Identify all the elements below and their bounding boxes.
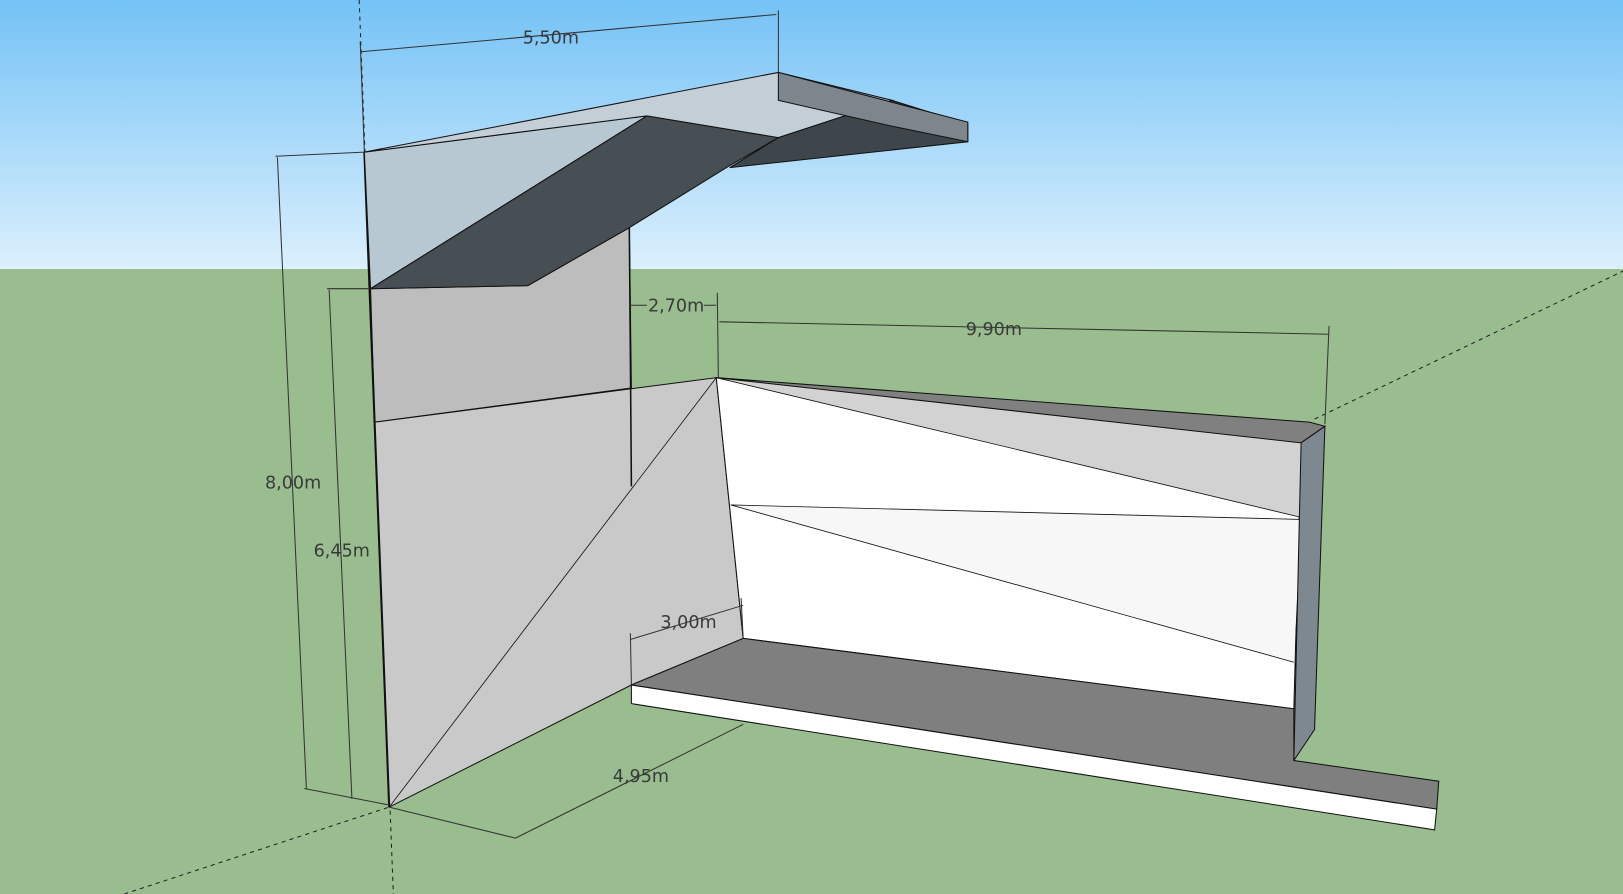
dim-back-length: 9,90m [966, 320, 1022, 340]
dim-total-height: 8,00m [265, 473, 321, 493]
dim-floor-offset: 3,00m [660, 613, 716, 633]
right-wall-shade-2 [730, 504, 1302, 663]
right-wall-end [1293, 425, 1326, 763]
model[interactable] [363, 71, 1440, 831]
dim-wall-height: 6,45m [314, 542, 370, 562]
floor-slab-edge [630, 684, 1438, 831]
dimensions: 5,50m 8,00m 6,45m 2,70m 9,90m 3,00m 4,95… [265, 10, 1330, 839]
roof-end [777, 71, 969, 143]
dim-depth: 4,95m [613, 767, 669, 787]
dim-gap: 2,70m [648, 296, 704, 316]
dim-roof-width: 5,50m [523, 28, 579, 48]
